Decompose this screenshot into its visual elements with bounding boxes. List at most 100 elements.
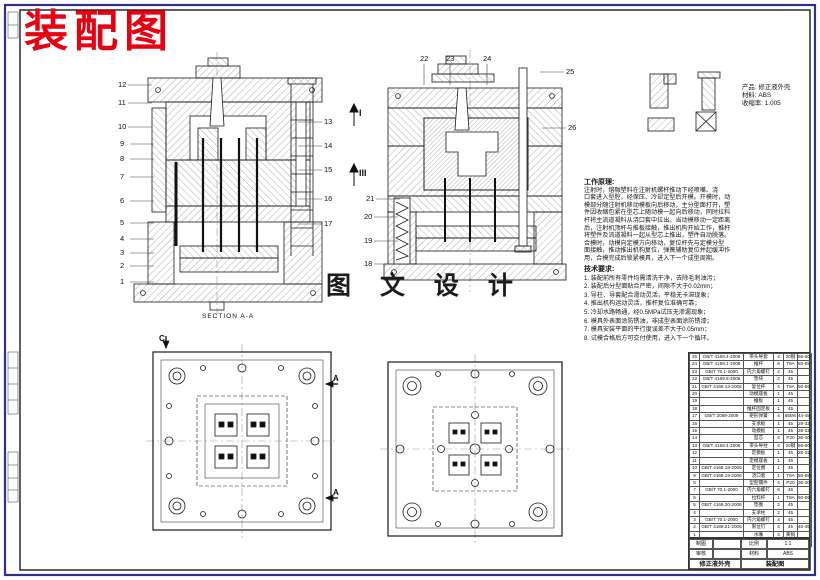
text-line: 件因收缩包紧在型芯上随动模一起向后移动，同时拉料 — [584, 209, 731, 217]
technical-requirements-body: 1. 装配前所有零件均需清洗干净，去除毛刺油污；2. 装配后分型面贴合严密，间隙… — [584, 275, 808, 344]
part-callout: 9 — [120, 139, 125, 148]
part-callout: 6 — [120, 196, 125, 205]
text-line: 2. 装配后分型面贴合严密，间隙不大于0.02mm； — [584, 283, 717, 291]
text-line: 口套进入型腔，经保压、冷却定型后开模。开模时，动 — [584, 194, 731, 202]
text-line: 6. 模具外表面涂防锈油，非成型表面涂防锈漆； — [584, 317, 713, 325]
part-callout: 17 — [324, 219, 333, 228]
plan-view-left — [146, 336, 338, 538]
part-callout: 26 — [568, 123, 577, 132]
part-callout: 12 — [118, 80, 127, 89]
text-line: 3. 导柱、导套配合滑动灵活，平稳无卡滞现象； — [584, 291, 713, 299]
part-callout: 8 — [120, 154, 125, 163]
section-view-label: SECTION A-A — [202, 313, 255, 320]
text-line: 杆将主流道凝料从浇口套中拉出。当动模移动一定距离 — [584, 216, 731, 224]
part-callout: 16 — [324, 194, 333, 203]
part-callout: 14 — [324, 141, 333, 150]
working-principle-block: 工作原理: 注射时，熔融塑料在注射机螺杆推动下经喷嘴、浇口套进入型腔，经保压、冷… — [584, 179, 808, 263]
part-callout: 22 — [420, 54, 429, 63]
text-line: 后，注射机顶杆与推板接触，推出机构开始工作，推杆 — [584, 224, 731, 232]
part-callout: 19 — [364, 236, 373, 245]
part-callout: 18 — [364, 259, 373, 268]
drawing-name: 装配图 — [741, 559, 809, 569]
drafter-name — [713, 539, 741, 549]
working-principle-title: 工作原理: — [584, 179, 615, 186]
watermark-text: 图 文 设 计 — [326, 272, 524, 300]
signature-strips — [7, 11, 19, 503]
text-line: 1. 装配前所有零件均需清洗干净，去除毛刺油污； — [584, 274, 719, 282]
text-line: 将塑件及流道凝料一起从型芯上推出，塑件自动脱落。 — [584, 232, 731, 240]
page-title: 装配图 — [24, 7, 174, 56]
part-callout: 5 — [120, 218, 125, 227]
part-callout: 4 — [120, 234, 125, 243]
part-callout: 24 — [483, 54, 492, 63]
product-name: 修正液外壳 — [689, 559, 741, 569]
part-callout: 25 — [566, 67, 575, 76]
section-marks — [349, 102, 359, 186]
part-callout: 1 — [120, 277, 125, 286]
part-callout: 11 — [118, 98, 126, 107]
scale-value: 1:1 — [767, 539, 809, 549]
checker-name — [713, 549, 741, 559]
front-section-view — [133, 52, 323, 316]
text-line: 8. 试模合格后方可交付使用，进入下一个循环。 — [584, 334, 713, 342]
text-line: 产品: 修正液外壳 — [742, 84, 791, 91]
section-letter-a-top: A — [333, 374, 339, 383]
part-callout: 2 — [120, 261, 125, 270]
text-line: 注射时，熔融塑料在注射机螺杆推动下经喷嘴、浇 — [584, 186, 719, 194]
drafter-label: 制图 — [689, 539, 713, 549]
part-callout: 3 — [120, 248, 125, 257]
side-section-view — [383, 50, 567, 292]
technical-requirements-block: 技术要求: 1. 装配前所有零件均需清洗干净，去除毛刺油污；2. 装配后分型面贴… — [584, 266, 808, 343]
part-callout: 20 — [364, 212, 373, 221]
section-letter-c: C — [159, 334, 165, 343]
text-line: 4. 推出机构运动灵活，推杆复位准确可靠； — [584, 300, 701, 308]
plan-view-mid — [380, 354, 570, 546]
text-line: 合模时，动模向定模方向移动，复位杆先与定模分型 — [584, 239, 725, 247]
section-mark-3: III — [359, 168, 367, 178]
scale-label: 比例 — [741, 539, 767, 549]
section-letter-a-bottom: A — [333, 488, 339, 497]
working-principle-body: 注射时，熔融塑料在注射机螺杆推动下经喷嘴、浇口套进入型腔，经保压、冷却定型后开模… — [584, 187, 808, 263]
material-value: ABS — [767, 549, 809, 559]
part-callout: 21 — [366, 194, 375, 203]
text-line: 收缩率: 1.005 — [742, 100, 781, 108]
part-callout: 23 — [446, 54, 455, 63]
technical-requirements-title: 技术要求: — [584, 266, 615, 273]
part-callout: 7 — [120, 172, 125, 181]
text-line: 模部分随注射机移动模板向后移动，主分型面打开，塑 — [584, 201, 731, 209]
text-line: 材料: ABS — [742, 92, 772, 100]
text-line: 用，合模完成后锁紧模具，进入下一个成型周期。 — [584, 254, 719, 262]
part-callout: 13 — [324, 117, 333, 126]
detail-part-views — [647, 71, 721, 132]
title-block: 制图 比例 1:1 审核 材料 ABS 修正液外壳 装配图 — [688, 538, 810, 570]
material-label: 材料 — [741, 549, 767, 559]
part-callout: 10 — [118, 122, 127, 131]
text-line: 5. 冷却水路畅通，经0.5MPa试压无渗漏现象； — [584, 308, 710, 316]
text-line: 面接触，推动推出机构复位，弹簧辅助复位并起缓冲作 — [584, 247, 731, 255]
checker-label: 审核 — [689, 549, 713, 559]
